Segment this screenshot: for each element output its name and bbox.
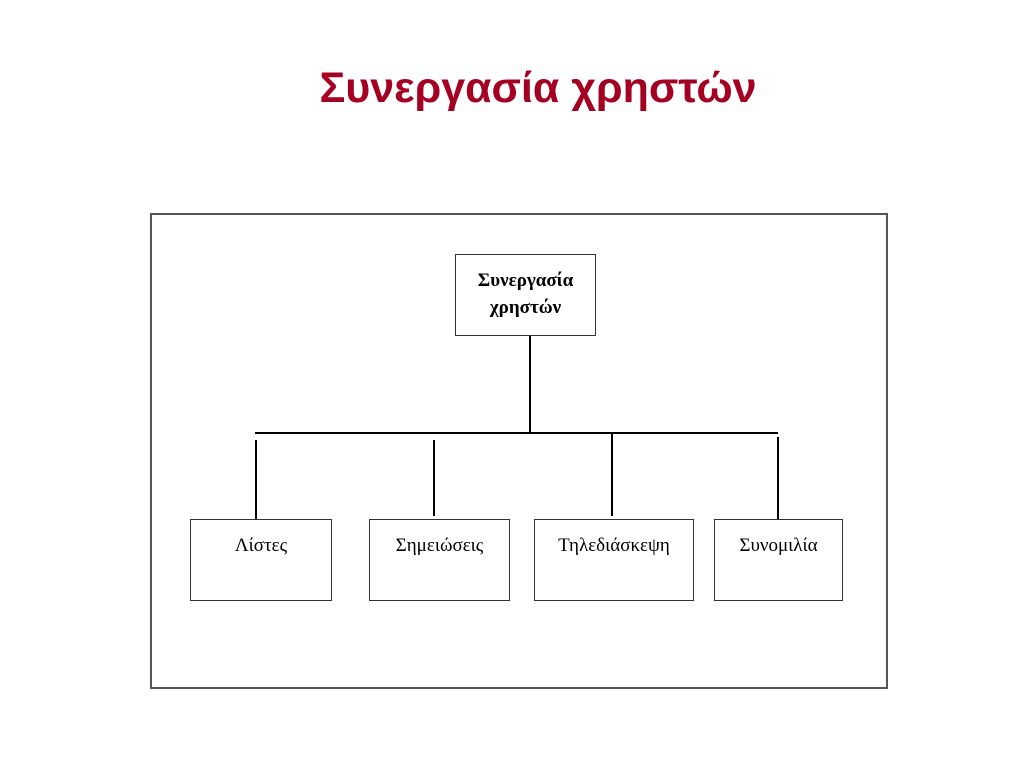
child-node-simeioseis: Σημειώσεις bbox=[369, 519, 510, 601]
root-node-label-line2: χρηστών bbox=[489, 297, 562, 318]
child-node-label: Λίστες bbox=[234, 535, 288, 556]
root-node: Συνεργασία χρηστών bbox=[455, 254, 596, 336]
branch-line-listes bbox=[255, 440, 257, 519]
diagram-frame bbox=[150, 213, 888, 689]
root-stem-line bbox=[529, 336, 531, 433]
child-node-synomilia: Συνομιλία bbox=[714, 519, 843, 601]
child-node-listes: Λίστες bbox=[190, 519, 332, 601]
horizontal-bus-line bbox=[255, 432, 778, 434]
branch-line-tilediaskepsi bbox=[611, 433, 613, 516]
child-node-label: Σημειώσεις bbox=[395, 535, 484, 556]
root-node-label-line1: Συνεργασία bbox=[477, 270, 574, 291]
branch-line-synomilia bbox=[777, 437, 779, 519]
child-node-label: Συνομιλία bbox=[739, 535, 818, 556]
branch-line-simeioseis bbox=[433, 440, 435, 516]
slide-title: Συνεργασία χρηστών bbox=[319, 64, 757, 112]
child-node-label: Τηλεδιάσκεψη bbox=[558, 535, 670, 556]
child-node-tilediaskepsi: Τηλεδιάσκεψη bbox=[534, 519, 694, 601]
